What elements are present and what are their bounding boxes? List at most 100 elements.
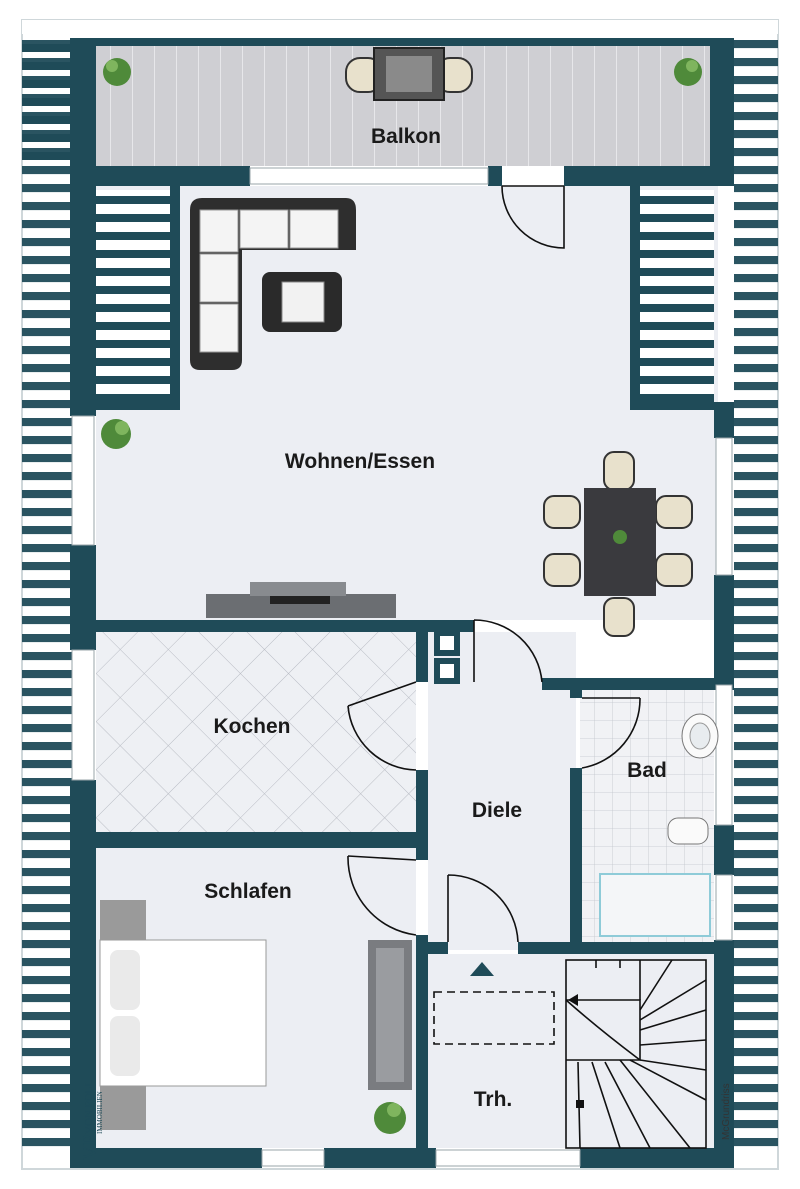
roof-stripe bbox=[734, 40, 778, 49]
roof-stripe bbox=[22, 562, 72, 571]
roof-stripe bbox=[734, 1012, 778, 1021]
roof-stripe bbox=[734, 940, 778, 949]
roof-stripe bbox=[734, 166, 778, 175]
roof-stripe bbox=[22, 1084, 72, 1093]
roof-stripe bbox=[22, 1048, 72, 1057]
roof-stripe bbox=[22, 886, 72, 895]
roof-stripe bbox=[734, 922, 778, 931]
plant-balcony-right bbox=[674, 58, 702, 86]
roof-stripe bbox=[22, 1030, 72, 1039]
roof-stripe bbox=[22, 490, 72, 499]
roof-stripe bbox=[22, 166, 72, 175]
roof-stripe bbox=[640, 322, 714, 330]
roof-stripe bbox=[22, 202, 72, 211]
roof-stripe bbox=[734, 904, 778, 913]
roof-stripe bbox=[96, 322, 170, 330]
roof-stripe bbox=[22, 80, 70, 88]
roof-stripe bbox=[734, 328, 778, 337]
roof-stripe bbox=[640, 340, 714, 348]
roof-stripe bbox=[734, 490, 778, 499]
roof-stripe bbox=[22, 832, 72, 841]
roof-stripe bbox=[22, 238, 72, 247]
roof-stripes-top bbox=[22, 44, 70, 160]
roof-stripe bbox=[22, 436, 72, 445]
label-diele: Diele bbox=[472, 799, 522, 822]
roof-stripes-right bbox=[734, 40, 778, 1147]
roof-stripe bbox=[734, 220, 778, 229]
roof-stripe bbox=[22, 994, 72, 1003]
balcony-table bbox=[345, 47, 473, 101]
roof-stripe bbox=[22, 724, 72, 733]
walls bbox=[70, 38, 734, 1168]
kochen-floor bbox=[96, 632, 416, 832]
roof-stripe bbox=[22, 116, 70, 124]
roof-stripe bbox=[22, 814, 72, 823]
roof-stripe bbox=[734, 688, 778, 697]
roof-stripe bbox=[734, 112, 778, 121]
roof-stripe bbox=[734, 832, 778, 841]
roof-stripe bbox=[22, 778, 72, 787]
roof-stripe bbox=[96, 214, 170, 222]
roof-stripe bbox=[22, 760, 72, 769]
roof-stripe bbox=[22, 1102, 72, 1111]
roof-stripe bbox=[734, 1066, 778, 1075]
roof-stripe bbox=[734, 760, 778, 769]
roof-stripe bbox=[22, 454, 72, 463]
roof-stripe bbox=[22, 44, 70, 52]
roof-stripe bbox=[22, 904, 72, 913]
roof-stripe bbox=[734, 976, 778, 985]
roof-stripe bbox=[640, 394, 714, 402]
svg-text:VON POLL: VON POLL bbox=[83, 1080, 95, 1134]
roof-stripe bbox=[22, 508, 72, 517]
roof-stripe bbox=[734, 742, 778, 751]
roof-stripe bbox=[734, 886, 778, 895]
roof-stripe bbox=[22, 616, 72, 625]
roof-stripe bbox=[22, 98, 70, 106]
roof-stripe bbox=[96, 376, 170, 384]
roof-stripe bbox=[734, 76, 778, 85]
svg-text:IMMOBILIEN: IMMOBILIEN bbox=[96, 1091, 104, 1134]
label-treppenhaus: Trh. bbox=[474, 1088, 513, 1111]
roof-stripe bbox=[734, 580, 778, 589]
roof-stripe bbox=[734, 1102, 778, 1111]
roof-stripe bbox=[22, 580, 72, 589]
roof-stripe bbox=[734, 256, 778, 265]
roof-stripe bbox=[22, 1066, 72, 1075]
attic-hatch bbox=[433, 962, 555, 1045]
roof-stripe bbox=[22, 526, 72, 535]
roof-stripe bbox=[96, 232, 170, 240]
roof-stripe bbox=[22, 184, 72, 193]
svg-text:VP: VP bbox=[79, 1134, 101, 1160]
roof-stripe bbox=[734, 1084, 778, 1093]
roof-stripe bbox=[22, 634, 72, 643]
roof-stripe bbox=[734, 868, 778, 877]
roof-stripe bbox=[734, 724, 778, 733]
roof-stripe bbox=[22, 62, 70, 70]
roof-stripe bbox=[640, 232, 714, 240]
wardrobe bbox=[368, 940, 412, 1090]
roof-stripe bbox=[734, 598, 778, 607]
roof-stripe bbox=[734, 94, 778, 103]
plant-schlafen bbox=[374, 1102, 406, 1134]
roof-stripe bbox=[734, 850, 778, 859]
roof-stripe bbox=[22, 400, 72, 409]
roof-stripe bbox=[734, 400, 778, 409]
roof-stripe bbox=[22, 670, 72, 679]
label-balkon: Balkon bbox=[371, 125, 441, 148]
roof-stripe bbox=[734, 958, 778, 967]
roof-stripe bbox=[640, 250, 714, 258]
roof-stripe bbox=[734, 310, 778, 319]
roof-stripe bbox=[22, 958, 72, 967]
sideboard bbox=[206, 582, 396, 618]
roof-stripe bbox=[734, 634, 778, 643]
treppenhaus-floor bbox=[428, 954, 718, 1148]
armchair bbox=[262, 272, 342, 332]
roof-stripe bbox=[22, 256, 72, 265]
roof-stripe bbox=[640, 358, 714, 366]
windows bbox=[71, 167, 733, 1167]
roof-stripe bbox=[734, 1138, 778, 1147]
label-schlafen: Schlafen bbox=[204, 880, 292, 903]
roof-stripe bbox=[22, 922, 72, 931]
label-bad: Bad bbox=[627, 759, 667, 782]
